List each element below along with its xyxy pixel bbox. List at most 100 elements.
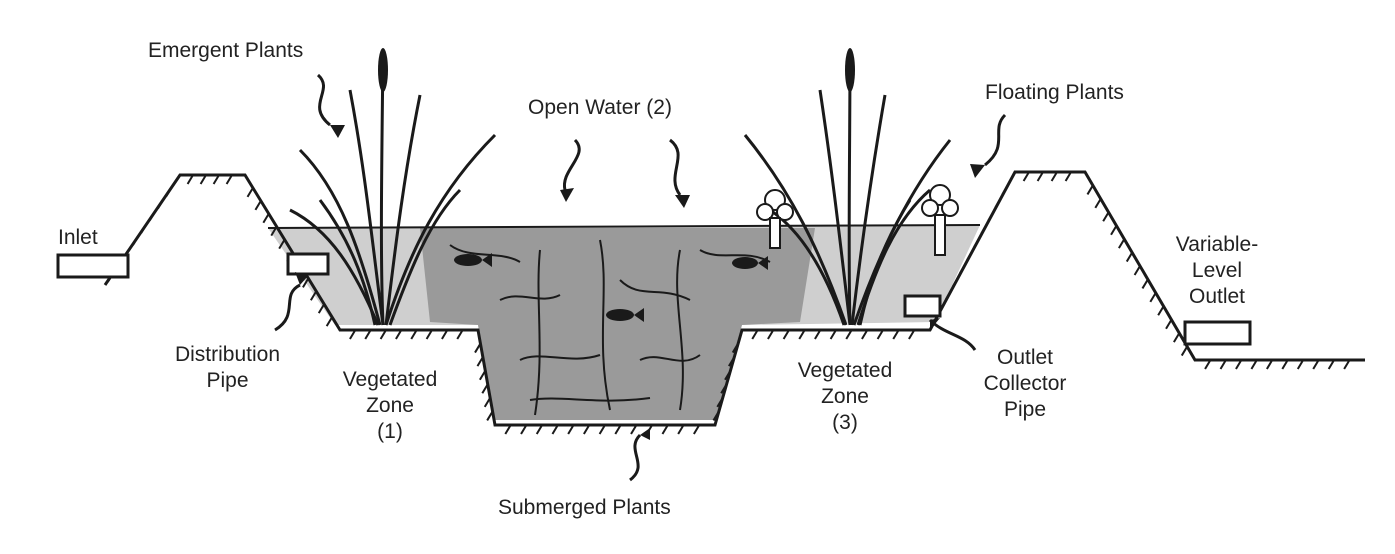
hatch-mark [994, 197, 1002, 208]
hatch-mark [1327, 359, 1335, 370]
hatch-mark [1266, 359, 1274, 370]
hatch-mark [1157, 305, 1165, 316]
water-surface [267, 224, 981, 229]
distribution-pipe-label: Distribution Pipe [174, 343, 281, 392]
hatch-mark [246, 187, 254, 198]
hatch-mark [302, 277, 310, 288]
hatch-mark [225, 174, 233, 185]
hatch-mark [980, 224, 988, 235]
hatch-mark [782, 329, 790, 340]
hatch-mark [1235, 359, 1243, 370]
distribution-pipe [286, 252, 330, 276]
deep-water [420, 228, 815, 420]
hatch-mark [186, 174, 194, 185]
hatch-mark [1219, 359, 1227, 370]
hatch-mark [1036, 171, 1044, 182]
hatch-mark [479, 370, 487, 381]
hatch-mark [724, 370, 732, 381]
hatch-mark [829, 329, 837, 340]
hatch-mark [474, 343, 482, 354]
floating-plants-label: Floating Plants [985, 81, 1124, 104]
hatch-mark [661, 424, 669, 435]
hatch-mark [212, 174, 220, 185]
hatch-mark [456, 329, 464, 340]
hatch-mark [567, 424, 575, 435]
hatch-mark [486, 410, 494, 421]
vegetated-zone-1-label: Vegetated Zone (1) [342, 368, 438, 443]
hatch-mark [504, 424, 512, 435]
fish-shapes [454, 253, 768, 322]
hatch-mark [630, 424, 638, 435]
hatch-mark [1094, 198, 1102, 209]
hatch-mark [132, 235, 140, 246]
vegetated-zone-3-label: Vegetated Zone (3) [797, 359, 893, 434]
hatch-mark [1022, 171, 1030, 182]
hatch-mark [751, 329, 759, 340]
hatch-mark [410, 329, 418, 340]
hatch-mark [1064, 171, 1072, 182]
hatch-mark [199, 174, 207, 185]
hatch-mark [254, 200, 262, 211]
hatch-mark [1050, 171, 1058, 182]
hatch-mark [598, 424, 606, 435]
hatch-mark [876, 329, 884, 340]
hatch-mark [379, 329, 387, 340]
hatch-mark [140, 223, 148, 234]
variable-level-outlet-label: Variable- Level Outlet [1175, 233, 1259, 308]
hatch-mark [693, 424, 701, 435]
hatch-mark [165, 186, 173, 197]
hatch-mark [262, 213, 270, 224]
hatch-mark [270, 226, 278, 237]
submerged-plants-label: Submerged Plants [498, 496, 671, 519]
hatch-mark [278, 239, 286, 250]
hatch-mark [395, 329, 403, 340]
hatch-mark [1312, 359, 1320, 370]
hatch-mark [966, 250, 974, 261]
inlet-pipe [56, 253, 130, 279]
hatch-mark [728, 356, 736, 367]
hatch-mark [1173, 332, 1181, 343]
hatch-mark [1204, 359, 1212, 370]
submerged-plants-strokes [449, 239, 771, 416]
inlet-label: Inlet [58, 226, 98, 249]
hatch-mark [364, 329, 372, 340]
hatch-mark [535, 424, 544, 435]
hatch-mark [814, 329, 822, 340]
hatch-mark [987, 210, 995, 222]
hatch-mark [1102, 211, 1110, 222]
hatch-mark [1296, 359, 1305, 370]
hatch-mark [441, 329, 449, 340]
hatch-mark [1001, 184, 1009, 195]
hatch-mark [1149, 292, 1157, 303]
outlet-collector-pipe [903, 294, 942, 318]
hatch-mark [1110, 225, 1118, 236]
hatch-mark [583, 424, 591, 435]
cattail-right [845, 48, 855, 92]
hatch-mark [1133, 265, 1141, 276]
cattail-left [378, 48, 388, 92]
hatch-mark [861, 329, 869, 340]
arrow-heads [295, 125, 985, 440]
hatch-mark [476, 356, 484, 367]
hatch-mark [481, 383, 489, 394]
hatch-mark [325, 316, 333, 327]
hatch-mark [720, 383, 728, 394]
emergent-plants-label: Emergent Plants [148, 39, 304, 62]
variable-level-outlet-pipe [1183, 320, 1252, 346]
hatch-mark [767, 329, 775, 340]
hatch-mark [798, 329, 806, 340]
hatch-mark [1086, 184, 1094, 195]
hatch-mark [712, 410, 720, 421]
hatch-mark [349, 329, 357, 340]
floating-plants-icon [756, 184, 959, 256]
ground-profile [103, 170, 1365, 427]
hatch-mark [731, 343, 740, 354]
pipes [56, 252, 1252, 346]
hatch-mark [1118, 238, 1126, 249]
hatch-mark [1141, 278, 1149, 289]
hatch-mark [614, 424, 622, 435]
hatch-mark [845, 329, 853, 340]
hatch-mark [716, 397, 724, 408]
outlet-collector-pipe-label: Outlet Collector Pipe [983, 346, 1067, 421]
